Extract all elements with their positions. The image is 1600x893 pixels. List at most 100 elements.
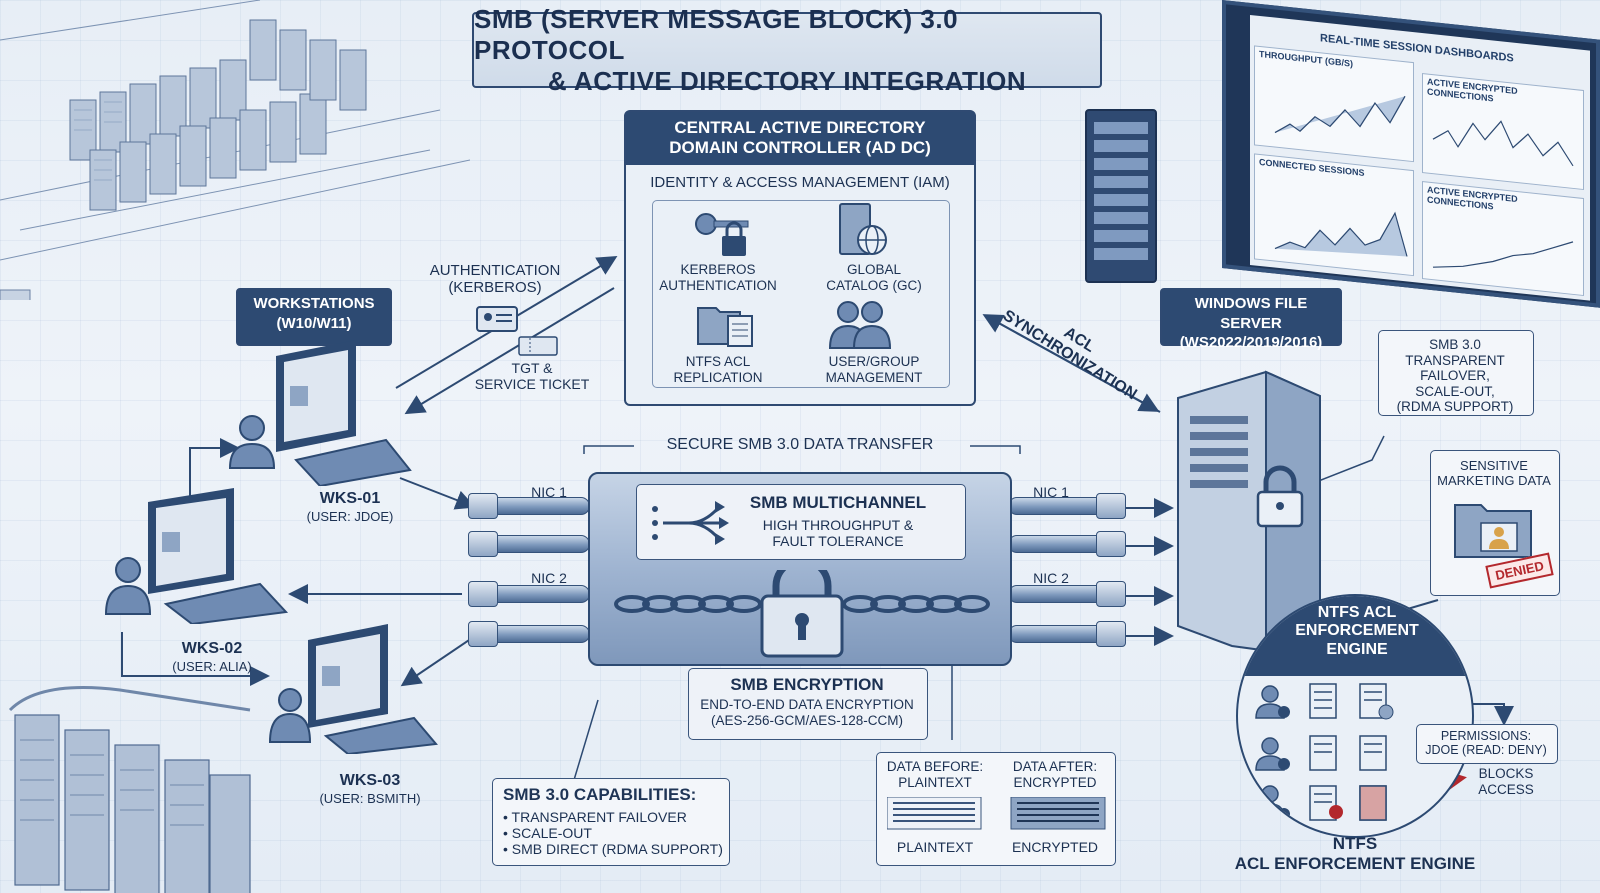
nic2-connector-b [468,621,498,647]
ntfs-engine-title-line-3: ENGINE [1326,640,1388,658]
dashboard-inner: REAL-TIME SESSION DASHBOARDS THROUGHPUT … [1250,14,1590,301]
workstations-header-panel: WORKSTATIONS (W10/W11) [236,288,392,346]
encrypted-connections-line-1 [1432,120,1574,167]
nic1-left-label: NIC 1 [531,484,567,500]
nic1-connector-c [1096,493,1126,519]
encrypted-connections-line-2 [1432,241,1574,268]
kerberos-label-line-2: AUTHENTICATION [659,277,777,293]
smb-features-line-1: SMB 3.0 [1429,337,1481,352]
ntfs-enforcement-engine-circle: NTFS ACL ENFORCEMENT ENGINE [1236,594,1474,838]
nic2-connector-a [468,581,498,607]
smb-features-line-3: SCALE-OUT, [1415,383,1495,399]
file-server-header-panel: WINDOWS FILE SERVER (WS2022/2019/2016) [1160,288,1342,351]
smb-features-line-4: (RDMA SUPPORT) [1396,399,1514,415]
permissions-text: PERMISSIONS: JDOE (READ: DENY) [1417,729,1555,758]
nic1-connector-d [1096,531,1126,557]
multichannel-description: HIGH THROUGHPUT & FAULT TOLERANCE [733,517,943,549]
wks-02-name: WKS-02 [181,640,243,657]
gc-label-line-1: GLOBAL [846,262,902,277]
iam-label: IDENTITY & ACCESS MANAGEMENT (IAM) [650,174,950,191]
nic2-link-a-left [486,585,590,603]
user-group-line-2: MANAGEMENT [825,369,923,385]
data-compare-box: DATA BEFORE: PLAINTEXT DATA AFTER: ENCRY… [876,752,1116,866]
ntfs-folder-document-icon [697,307,753,347]
workstations-title-line-2: (W10/W11) [276,314,352,332]
smb-capabilities-box: SMB 3.0 CAPABILITIES: • TRANSPARENT FAIL… [492,778,730,866]
encrypted-caption: ENCRYPTED [1011,839,1099,855]
auth-line-1: AUTHENTICATION [429,262,561,279]
nic2-link-b-left [486,625,590,643]
realtime-dashboard-screen: REAL-TIME SESSION DASHBOARDS THROUGHPUT … [1222,0,1600,308]
nic2-right-label: NIC 2 [1033,570,1069,586]
global-catalog-server-icon [839,203,887,255]
wks-03-name: WKS-03 [339,772,401,789]
plaintext-caption: PLAINTEXT [896,839,974,855]
capability-item: • TRANSPARENT FAILOVER [503,809,687,825]
encrypted-connections-chart-2: ACTIVE ENCRYPTED CONNECTIONS [1422,181,1584,297]
blocks-access-label: BLOCKS ACCESS [1466,766,1546,797]
ad-dc-title-line-1: CENTRAL ACTIVE DIRECTORY [674,118,926,137]
blocks-line-2: ACCESS [1478,781,1534,797]
data-after-line-1: DATA AFTER: [1012,759,1098,774]
smb-features-line-2: TRANSPARENT FAILOVER, [1405,352,1505,384]
wks-01-user: (USER: JDOE) [306,509,394,524]
authentication-kerberos-label: AUTHENTICATION (KERBEROS) [410,262,580,297]
key-lock-icon [695,213,749,256]
kerberos-auth-label: KERBEROS AUTHENTICATION [648,262,788,293]
encrypted-connections-chart-1: ACTIVE ENCRYPTED CONNECTIONS [1422,73,1584,191]
title-line-1: SMB (SERVER MESSAGE BLOCK) 3.0 PROTOCOL [474,3,959,65]
user-group-management-label: USER/GROUP MANAGEMENT [804,354,944,385]
ntfs-engine-header-band [1238,596,1472,676]
data-after-label: DATA AFTER: ENCRYPTED [997,759,1113,790]
file-server-title-line-2: (WS2022/2019/2016) [1179,334,1323,351]
capabilities-title: SMB 3.0 CAPABILITIES: [503,785,697,804]
wks-01-name: WKS-01 [319,490,381,507]
ntfs-caption-line-2: ACL ENFORCEMENT ENGINE [1234,853,1476,873]
throughput-chart: THROUGHPUT (GB/S) [1254,45,1414,163]
data-before-line-1: DATA BEFORE: [886,759,984,774]
nic1-connector-b [468,531,498,557]
smb-multichannel-box: SMB MULTICHANNEL HIGH THROUGHPUT & FAULT… [636,484,966,560]
gc-label-line-2: CATALOG (GC) [826,277,922,293]
ad-dc-title: CENTRAL ACTIVE DIRECTORY DOMAIN CONTROLL… [626,112,974,165]
capability-item: • SCALE-OUT [503,825,592,841]
permissions-line-1: PERMISSIONS: [1440,729,1532,743]
nic1-link-b-left [486,535,590,553]
connected-sessions-chart: CONNECTED SESSIONS [1254,153,1414,277]
data-before-label: DATA BEFORE: PLAINTEXT [877,759,993,790]
binary-data-illustration [887,797,1106,830]
windows-file-server-tower [1177,370,1321,660]
encryption-description: END-TO-END DATA ENCRYPTION (AES-256-GCM/… [689,697,925,728]
data-after-line-2: ENCRYPTED [1013,774,1097,790]
nic2-connector-d [1096,621,1126,647]
chain-padlock-icon [614,570,990,658]
tgt-line-2: SERVICE TICKET [474,376,590,393]
blocks-line-1: BLOCKS [1478,766,1534,781]
wks-03-computer-icon [268,624,438,754]
workstations-title-line-1: WORKSTATIONS [253,295,375,312]
sensitive-line-2: MARKETING DATA [1437,472,1551,488]
ntfs-caption-line-1: NTFS [1332,834,1378,853]
global-catalog-label: GLOBAL CATALOG (GC) [804,262,944,293]
nic2-connector-c [1096,581,1126,607]
encryption-line-1: END-TO-END DATA ENCRYPTION [700,697,914,712]
ad-dc-title-line-2: DOMAIN CONTROLLER (AD DC) [669,138,931,158]
capabilities-list: • TRANSPARENT FAILOVER • SCALE-OUT • SMB… [503,809,723,857]
sensitive-data-label: SENSITIVE MARKETING DATA [1431,458,1557,489]
file-server-title-line-1: WINDOWS FILE SERVER [1194,295,1308,332]
wks-01-computer-icon [228,340,412,486]
ntfs-replication-line-2: REPLICATION [673,369,763,385]
title-line-2: & ACTIVE DIRECTORY INTEGRATION [547,65,1027,96]
workstations-title: WORKSTATIONS (W10/W11) [238,290,390,344]
tgt-service-ticket-label: TGT & SERVICE TICKET [462,360,602,392]
ntfs-acl-replication-label: NTFS ACL REPLICATION [648,354,788,385]
user-group-line-1: USER/GROUP [828,354,920,369]
ntfs-engine-title: NTFS ACL ENFORCEMENT ENGINE [1238,604,1472,659]
permissions-line-2: JDOE (READ: DENY) [1425,743,1547,758]
secure-transfer-title: SECURE SMB 3.0 DATA TRANSFER [666,436,934,453]
ntfs-engine-caption: NTFS ACL ENFORCEMENT ENGINE [1220,834,1490,873]
nic1-right-label: NIC 1 [1033,484,1069,500]
diagram-title: SMB (SERVER MESSAGE BLOCK) 3.0 PROTOCOL … [472,4,1102,96]
ntfs-replication-line-1: NTFS ACL [685,354,751,369]
encryption-title: SMB ENCRYPTION [730,675,884,694]
